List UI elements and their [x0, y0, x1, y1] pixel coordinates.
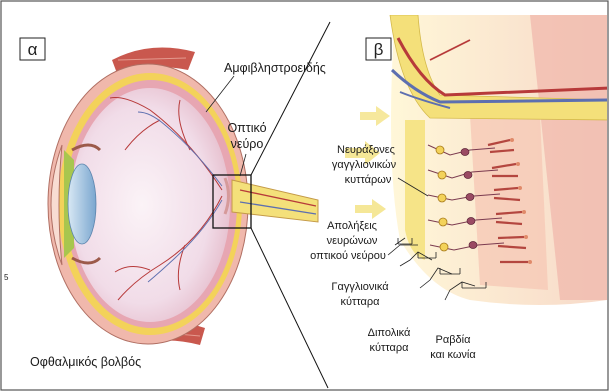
label-endings-3: οπτικού νεύρου — [310, 250, 386, 262]
light-arrow-3 — [360, 106, 390, 126]
label-axons-2: γαγγλιονικών — [332, 159, 397, 171]
panel-b-tag: β — [374, 40, 384, 59]
label-ganglion-2: κύτταρα — [340, 296, 380, 308]
label-axons-1: Νευράξονες — [337, 144, 395, 156]
label-bipolar-1: Διπολικά — [368, 327, 411, 339]
label-endings-2: νευρώνων — [327, 235, 378, 247]
zoom-line-top — [251, 22, 330, 175]
lens — [68, 164, 96, 244]
panel-a: α Αμφιβληστροειδής Οπτικό νεύρο Οφθαλμικ… — [4, 22, 330, 388]
label-bipolar-2: κύτταρα — [369, 342, 409, 354]
label-rods-1: Ραβδία — [436, 334, 472, 346]
panel-a-tag: α — [28, 40, 38, 59]
label-optic-nerve-1: Οπτικό — [227, 121, 266, 135]
label-ganglion-1: Γαγγλιονικά — [331, 281, 389, 293]
light-arrow-2 — [355, 199, 386, 219]
label-endings-1: Απολήξεις — [327, 220, 377, 232]
side-mark: 5 — [4, 273, 9, 282]
label-axons-3: κυττάρων — [345, 174, 392, 186]
panel-b: β Νευράξονες γαγγλιονικών κυττάρων Απολή… — [310, 15, 610, 361]
label-rods-2: και κωνία — [430, 349, 476, 361]
label-retina: Αμφιβληστροειδής — [224, 61, 326, 75]
label-optic-nerve-2: νεύρο — [231, 137, 264, 151]
label-eyeball: Οφθαλμικός βολβός — [30, 355, 141, 369]
